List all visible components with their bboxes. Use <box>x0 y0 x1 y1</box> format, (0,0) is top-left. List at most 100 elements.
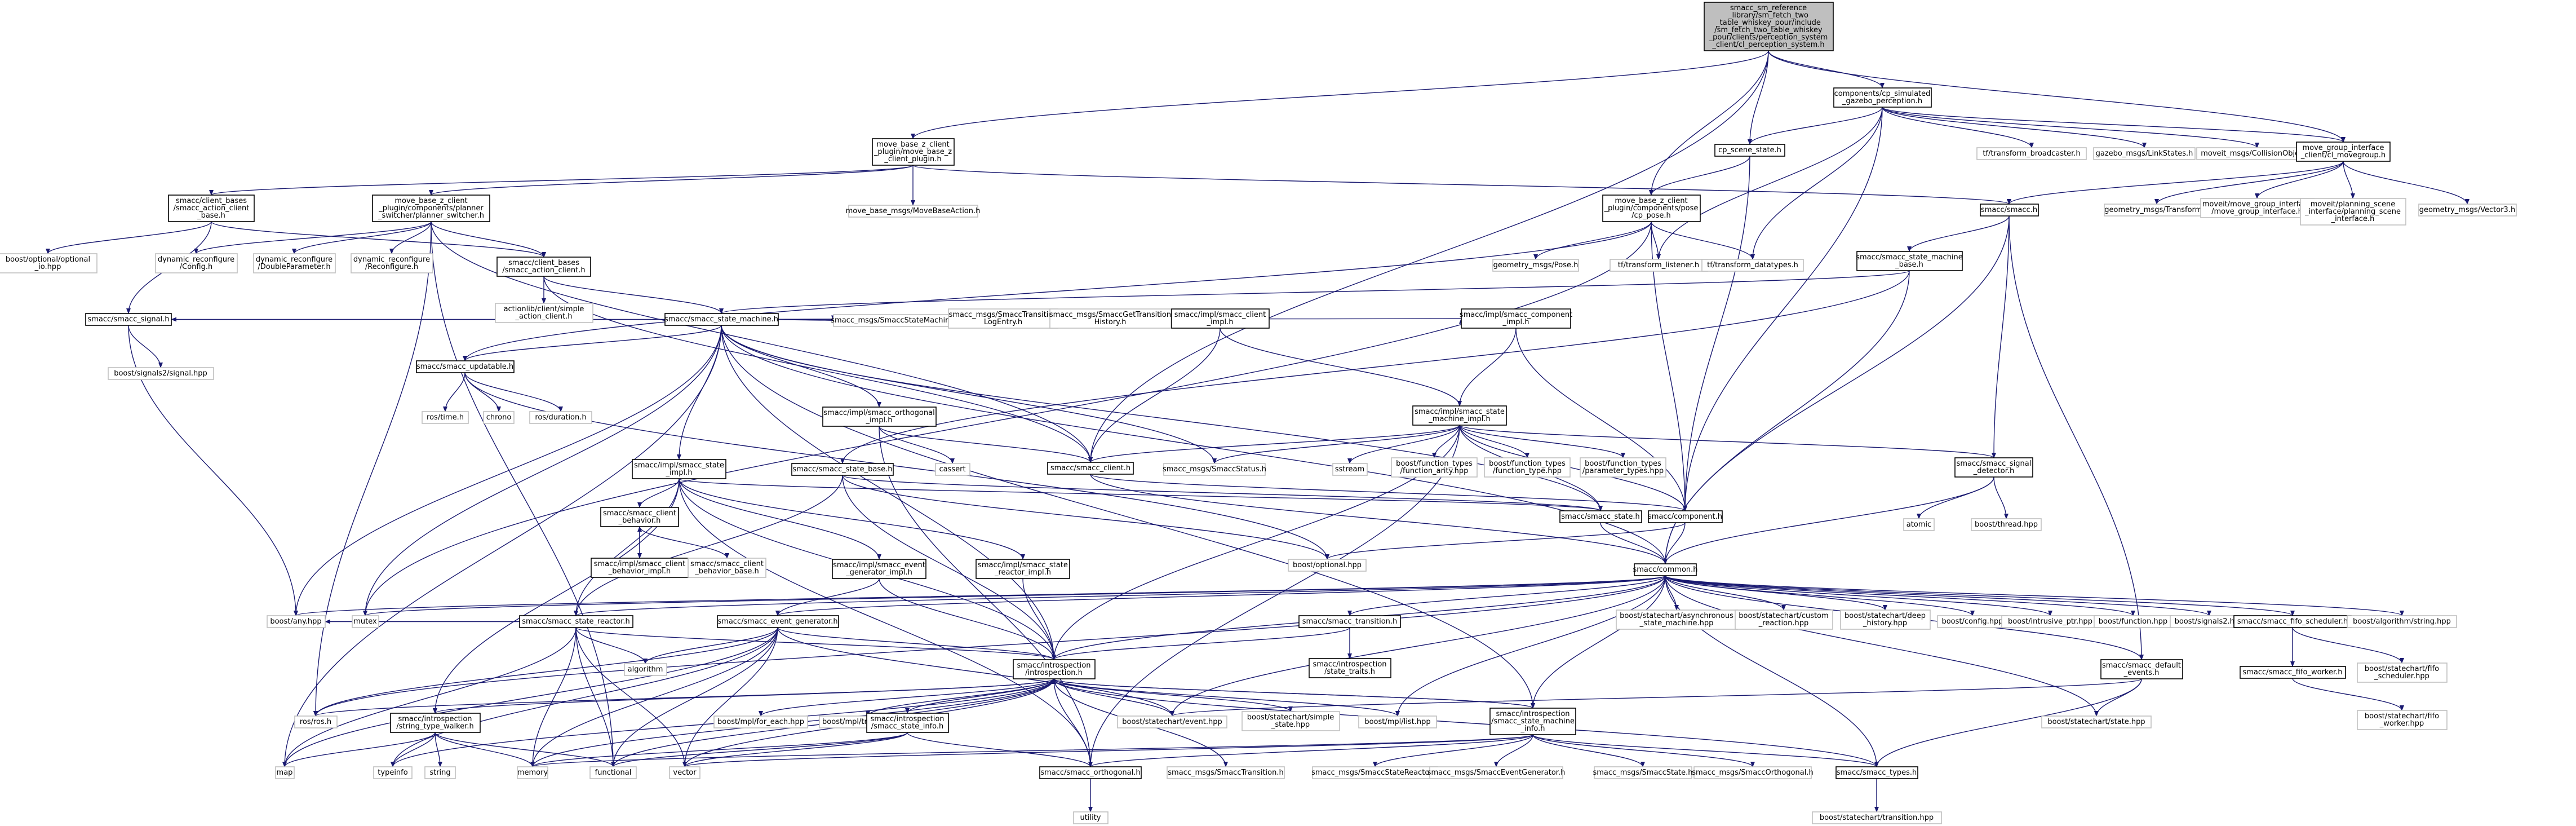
node-mpl-foreach[interactable]: boost/mpl/for_each.hpp <box>713 715 808 728</box>
node-fn-type[interactable]: boost/function_types/function_type.hpp <box>1484 457 1571 478</box>
node-impl-comp[interactable]: smacc/impl/smacc_component_impl.h <box>1460 308 1572 329</box>
node-impl-smimpl[interactable]: smacc/impl/smacc_state_machine_impl.h <box>1412 405 1507 426</box>
node-component[interactable]: smacc/component.h <box>1648 510 1723 523</box>
node-impl-reactor[interactable]: smacc/impl/smacc_state_reactor_impl.h <box>976 559 1070 579</box>
node-msg-reactor[interactable]: smacc_msgs/SmaccStateReactor.h <box>1311 766 1439 779</box>
node-mpl-list[interactable]: boost/mpl/list.hpp <box>1358 715 1437 728</box>
node-alg-string[interactable]: boost/algorithm/string.hpp <box>2347 615 2457 628</box>
node-sc-fifo-sched[interactable]: boost/statechart/fifo_scheduler.hpp <box>2357 662 2448 683</box>
node-boost-opt[interactable]: boost/optional.hpp <box>1288 559 1367 572</box>
node-utility[interactable]: utility <box>1073 811 1109 824</box>
node-intrusive[interactable]: boost/intrusive_ptr.hpp <box>2001 615 2100 628</box>
node-sc-simple[interactable]: boost/statechart/simple_state.hpp <box>1242 711 1340 731</box>
node-signals2[interactable]: boost/signals2/signal.hpp <box>108 367 214 380</box>
node-intro-si[interactable]: smacc/introspection/smacc_state_info.h <box>866 713 949 733</box>
node-mutex[interactable]: mutex <box>352 615 379 628</box>
node-ros-dur[interactable]: ros/duration.h <box>529 411 592 424</box>
node-updatable[interactable]: smacc/smacc_updatable.h <box>416 360 515 373</box>
node-planner[interactable]: move_base_z_client_plugin/components/pla… <box>372 195 490 222</box>
node-fn-arity[interactable]: boost/function_types/function_arity.hpp <box>1391 457 1478 478</box>
node-mb-plugin[interactable]: move_base_z_client_plugin/move_base_z_cl… <box>872 138 955 166</box>
node-memory[interactable]: memory <box>517 766 548 779</box>
node-tf-bcast[interactable]: tf/transform_broadcaster.h <box>1976 147 2087 160</box>
node-smacc-h[interactable]: smacc/smacc.h <box>1980 204 2039 217</box>
node-vector[interactable]: vector <box>669 766 700 779</box>
node-b-signals2[interactable]: boost/signals2.hpp <box>2170 615 2249 628</box>
node-boost-opt-io[interactable]: boost/optional/optional_io.hpp <box>0 253 97 273</box>
node-common[interactable]: smacc/common.h <box>1633 563 1698 576</box>
node-sc-event[interactable]: boost/statechart/event.hpp <box>1117 715 1227 728</box>
node-smacc-client[interactable]: smacc/smacc_client.h <box>1047 462 1134 475</box>
node-msg-evgen[interactable]: smacc_msgs/SmaccEventGenerator.h <box>1427 766 1566 779</box>
node-impl-state[interactable]: smacc/impl/smacc_state_impl.h <box>632 459 726 479</box>
node-gz-links[interactable]: gazebo_msgs/LinkStates.h <box>2093 147 2196 160</box>
node-cbeh-base[interactable]: smacc/smacc_client_behavior_base.h <box>688 558 766 578</box>
node-state-machine[interactable]: smacc/smacc_state_machine.h <box>664 313 779 326</box>
node-transition[interactable]: smacc/smacc_transition.h <box>1298 615 1401 628</box>
node-functional[interactable]: functional <box>589 766 637 779</box>
node-mb-action[interactable]: move_base_msgs/MoveBaseAction.h <box>846 205 981 218</box>
node-b-function[interactable]: boost/function.hpp <box>2094 615 2172 628</box>
node-atomic[interactable]: atomic <box>1903 518 1935 531</box>
node-msg-orth[interactable]: smacc_msgs/SmaccOrthogonal.h <box>1692 766 1814 779</box>
node-msg-trans[interactable]: smacc_msgs/SmaccTransition.h <box>1167 766 1285 779</box>
node-collision[interactable]: moveit_msgs/CollisionObject.h <box>2196 147 2318 160</box>
node-impl-cbeh[interactable]: smacc/impl/smacc_client_behavior_impl.h <box>591 558 689 578</box>
node-mg-iface[interactable]: move_group_interface_client/cl_movegroup… <box>2296 142 2391 162</box>
node-tf-listener[interactable]: tf/transform_listener.h <box>1610 259 1708 272</box>
node-geo-pose[interactable]: geometry_msgs/Pose.h <box>1492 259 1579 272</box>
node-sm-base[interactable]: smacc/smacc_state_machine_base.h <box>1856 251 1963 271</box>
node-signal[interactable]: smacc/smacc_signal.h <box>85 313 172 326</box>
node-orthogonal[interactable]: smacc/smacc_orthogonal.h <box>1039 766 1142 779</box>
node-types[interactable]: smacc/smacc_types.h <box>1835 766 1918 779</box>
node-impl-client[interactable]: smacc/impl/smacc_client_impl.h <box>1171 308 1270 329</box>
node-geo-v3[interactable]: geometry_msgs/Vector3.h <box>2418 204 2517 217</box>
node-string[interactable]: string <box>424 766 456 779</box>
node-state-base[interactable]: smacc/smacc_state_base.h <box>791 463 894 476</box>
node-tf-dtypes[interactable]: tf/transform_datatypes.h <box>1701 259 1804 272</box>
node-intro-smi[interactable]: smacc/introspection/smacc_state_machine_… <box>1489 708 1576 735</box>
node-thread[interactable]: boost/thread.hpp <box>1971 518 2042 531</box>
node-dyn-config[interactable]: dynamic_reconfigure/Config.h <box>155 253 238 273</box>
node-msg-status[interactable]: smacc_msgs/SmaccStatus.h <box>1163 463 1266 476</box>
node-client-beh[interactable]: smacc/smacc_client_behavior.h <box>600 507 679 527</box>
node-type-walker[interactable]: smacc/introspection/string_type_walker.h <box>390 713 481 733</box>
node-intro[interactable]: smacc/introspection/introspection.h <box>1013 659 1096 679</box>
node-evgen[interactable]: smacc/smacc_event_generator.h <box>717 615 839 628</box>
node-moveit-mg[interactable]: moveit/move_group_interface/move_group_i… <box>2200 198 2315 218</box>
node-impl-evgen[interactable]: smacc/impl/smacc_event_generator_impl.h <box>832 559 926 579</box>
node-ros-time[interactable]: ros/time.h <box>422 411 469 424</box>
node-cb-client[interactable]: smacc/client_bases/smacc_action_client.h <box>496 257 591 277</box>
node-default-ev[interactable]: smacc/smacc_default_events.h <box>2100 659 2183 679</box>
node-sig-detector[interactable]: smacc/smacc_signal_detector.h <box>1954 457 2033 478</box>
node-pose[interactable]: move_base_z_client_plugin/components/pos… <box>1602 195 1701 222</box>
node-smacc-state[interactable]: smacc/smacc_state.h <box>1559 510 1642 523</box>
node-dyn-double[interactable]: dynamic_reconfigure/DoubleParameter.h <box>253 253 336 273</box>
node-chrono[interactable]: chrono <box>483 411 515 424</box>
node-cb-action[interactable]: smacc/client_bases/smacc_action_client_b… <box>168 195 255 222</box>
node-sc-custom[interactable]: boost/statechart/custom_reaction.hpp <box>1735 609 1833 630</box>
node-msg-sm[interactable]: smacc_msgs/SmaccStateMachine.h <box>831 314 961 327</box>
node-sc-deep[interactable]: boost/statechart/deep_history.hpp <box>1840 609 1931 630</box>
node-fifo-worker[interactable]: smacc/smacc_fifo_worker.h <box>2240 666 2346 679</box>
node-state-traits[interactable]: smacc/introspection/state_traits.h <box>1309 658 1391 678</box>
node-sstream[interactable]: sstream <box>1332 463 1368 476</box>
node-b-config[interactable]: boost/config.hpp <box>1937 615 2008 628</box>
node-sc-fifo-worker[interactable]: boost/statechart/fifo_worker.hpp <box>2357 710 2448 730</box>
node-cp-scene[interactable]: cp_scene_state.h <box>1714 144 1785 157</box>
node-impl-orth[interactable]: smacc/impl/smacc_orthogonal_impl.h <box>822 407 937 427</box>
node-sc-transition[interactable]: boost/statechart/transition.hpp <box>1812 811 1942 824</box>
node-cp-sim[interactable]: components/cp_simulated_gazebo_perceptio… <box>1833 87 1932 108</box>
node-sc-state[interactable]: boost/statechart/state.hpp <box>2041 715 2152 728</box>
node-geo-tf[interactable]: geometry_msgs/Transform.h <box>2104 204 2210 217</box>
node-moveit-ps[interactable]: moveit/planning_scene_interface/planning… <box>2300 198 2406 226</box>
node-typeinfo[interactable]: typeinfo <box>373 766 413 779</box>
node-fifo-sched[interactable]: smacc/smacc_fifo_scheduler.h <box>2233 615 2352 628</box>
node-cassert[interactable]: cassert <box>935 463 970 476</box>
node-fn-param[interactable]: boost/function_types/parameter_types.hpp <box>1580 457 1666 478</box>
node-al-simple[interactable]: actionlib/client/simple_action_client.h <box>495 303 593 323</box>
node-map[interactable]: map <box>275 766 295 779</box>
node-ros-h[interactable]: ros/ros.h <box>294 715 338 728</box>
node-boost-any[interactable]: boost/any.hpp <box>267 615 326 628</box>
